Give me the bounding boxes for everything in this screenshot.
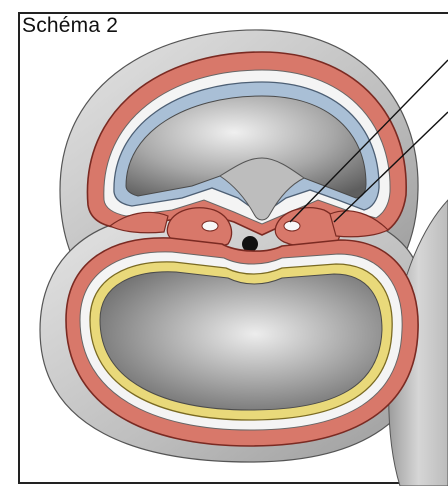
figure-title: Schéma 2	[22, 14, 118, 38]
notochord	[242, 236, 258, 252]
somite-left-core	[202, 221, 218, 231]
somite-right-core	[284, 221, 300, 231]
